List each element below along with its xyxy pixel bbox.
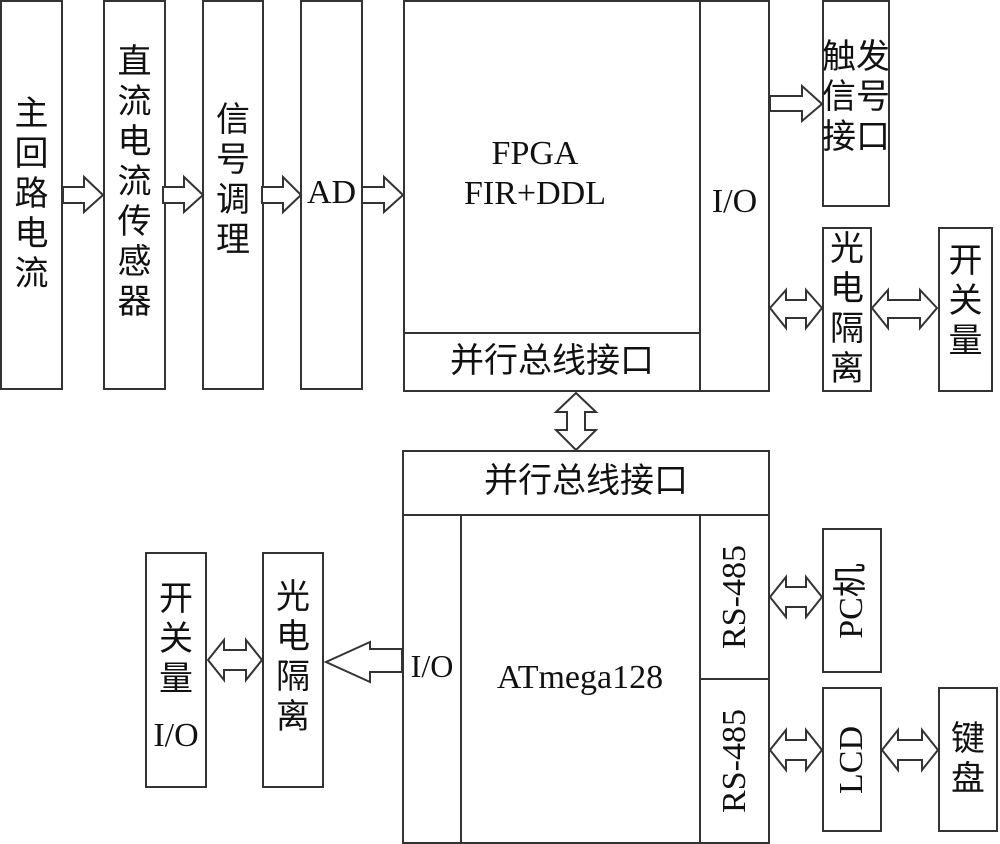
dc-sensor-label: 直 流 电 流 传 感 器: [117, 44, 152, 321]
fpga-io-label: I/O: [711, 183, 758, 220]
arrow-mcu-to-opto: [323, 640, 403, 684]
fpga-io-block: I/O: [699, 0, 770, 392]
fpga-bus-interface-label: 并行总线接口: [450, 343, 654, 380]
biarrow-lcd-keyboard: [880, 727, 940, 773]
lcd-block: LCD: [822, 687, 882, 832]
biarrow-fpga-opto: [768, 287, 824, 331]
bottom-switch-label: 开 关 量: [159, 581, 193, 698]
biarrow-opto-switch: [870, 287, 939, 331]
pc-label: PC机: [833, 562, 870, 639]
top-opto-isolation-block: 光 电 隔 离: [822, 227, 872, 392]
dc-sensor-block: 直 流 电 流 传 感 器: [103, 0, 166, 390]
rs485-lower-block: RS-485: [699, 678, 770, 844]
bottom-opto-isolation-label: 光 电 隔 离: [276, 579, 310, 736]
mcu-bus-interface-label: 并行总线接口: [484, 463, 688, 500]
top-switch-label: 开 关 量: [948, 242, 983, 360]
mcu-name: ATmega128: [496, 659, 664, 696]
keyboard-block: 键 盘: [938, 687, 998, 832]
mcu-io-block: I/O: [402, 514, 462, 844]
rs485-lower-label: RS-485: [715, 709, 753, 813]
top-opto-isolation-label: 光 电 隔 离: [830, 230, 864, 388]
lcd-label: LCD: [833, 725, 870, 794]
mcu-io-label: I/O: [410, 648, 454, 684]
trigger-interface-col1: 触 信 接: [822, 38, 856, 156]
bottom-switch-io: I/O: [153, 717, 199, 754]
biarrow-bus: [553, 391, 599, 452]
trigger-interface-col2: 发 号 口: [856, 38, 890, 156]
main-current-label: 主 回 路 电 流: [14, 96, 49, 293]
arrow-sensor-to-conditioning: [162, 174, 205, 215]
biarrow-rs485-pc: [768, 574, 824, 620]
top-switch-block: 开 关 量: [938, 227, 993, 392]
arrow-main-to-sensor: [62, 174, 105, 215]
arrow-conditioning-to-ad: [261, 174, 303, 215]
signal-conditioning-label: 信 号 调 理: [216, 102, 250, 259]
signal-conditioning-block: 信 号 调 理: [202, 0, 264, 390]
arrow-ad-to-fpga: [361, 174, 405, 215]
fpga-title: FPGA: [491, 135, 579, 172]
bottom-switch-block: 开 关 量 I/O: [145, 552, 207, 788]
trigger-interface-block: 触 信 接 发 号 口: [822, 0, 890, 207]
biarrow-switch-opto: [206, 637, 264, 683]
bottom-opto-isolation-block: 光 电 隔 离: [262, 552, 324, 788]
fpga-subtitle: FIR+DDL: [464, 175, 606, 212]
main-current-block: 主 回 路 电 流: [0, 0, 63, 390]
fpga-bus-interface: 并行总线接口: [403, 332, 701, 392]
rs485-upper-label: RS-485: [715, 545, 753, 649]
pc-block: PC机: [822, 528, 882, 673]
mcu-bus-interface: 并行总线接口: [402, 450, 770, 516]
rs485-upper-block: RS-485: [699, 514, 770, 680]
ad-label: AD: [306, 174, 357, 211]
arrow-fpga-to-trigger: [769, 83, 824, 124]
ad-block: AD: [300, 0, 363, 390]
biarrow-rs485-lcd: [768, 727, 824, 773]
keyboard-label: 键 盘: [951, 720, 985, 798]
